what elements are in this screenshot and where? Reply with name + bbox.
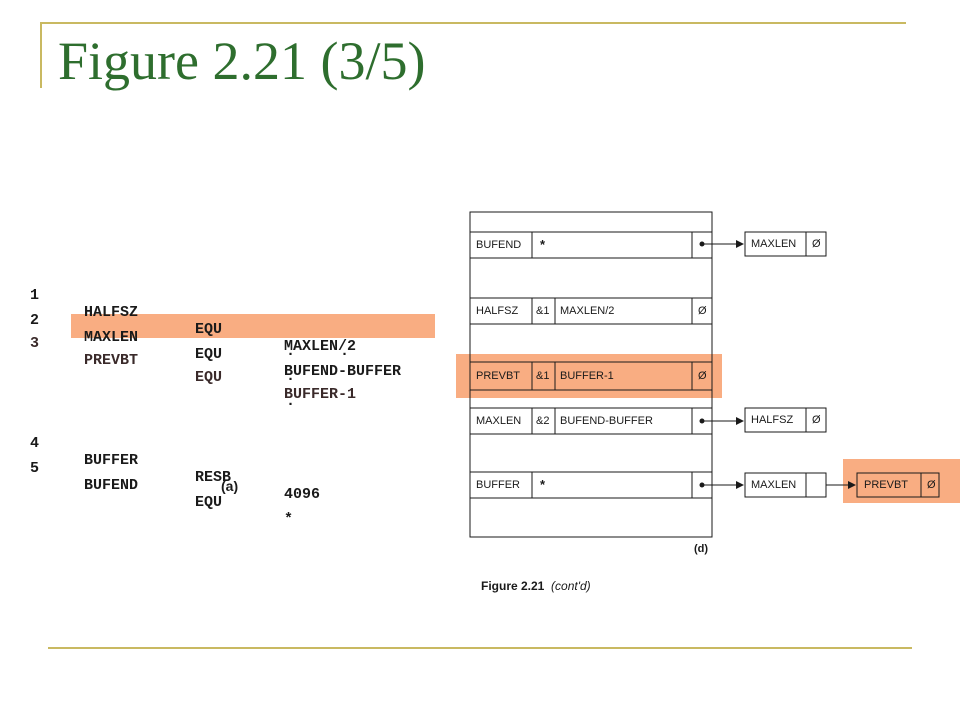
entry-name-bufend: BUFEND <box>476 239 522 251</box>
line-operand: 4096 <box>284 486 321 503</box>
ellipsis-dot: . <box>286 368 296 385</box>
entry-value-halfsz: MAXLEN/2 <box>560 305 615 317</box>
ellipsis-dot: . <box>286 393 296 410</box>
line-opcode: EQU <box>195 346 223 363</box>
ref-name-prevbt: PREVBT <box>864 479 909 491</box>
ref-name-maxlen-2: MAXLEN <box>751 479 797 491</box>
entry-name-maxlen: MAXLEN <box>476 415 522 427</box>
caption-d: (d) <box>694 543 709 555</box>
code-line-1: 1 HALFSZ EQU MAXLEN/2 <box>0 270 440 355</box>
line-operand: BUFEND-BUFFER <box>284 363 402 380</box>
line-number: 3 <box>30 335 40 352</box>
ref-flag-maxlen-1: Ø <box>812 238 821 250</box>
prevbt-ref-highlight <box>843 459 960 503</box>
line-operand: MAXLEN/2 <box>284 338 357 355</box>
line-operand: * <box>284 511 294 528</box>
line-label: MAXLEN <box>84 329 139 346</box>
slide-title: Figure 2.21 (3/5) <box>58 31 426 91</box>
entry-flag-halfsz: Ø <box>698 305 707 317</box>
entry-value-bufend: * <box>540 237 546 252</box>
line-opcode: EQU <box>195 321 223 338</box>
entry-depth-maxlen: &2 <box>536 415 550 427</box>
ellipsis-dot: . <box>340 343 350 360</box>
prevbt-line-highlight <box>71 314 435 338</box>
code-line-4: 4 BUFFER RESB 4096 <box>0 418 440 503</box>
line-label: PREVBT <box>84 352 139 369</box>
entry-depth-halfsz: &1 <box>536 305 550 317</box>
line-opcode: EQU <box>195 369 223 386</box>
ref-name-halfsz: HALFSZ <box>751 414 794 426</box>
entry-value-prevbt: BUFFER-1 <box>560 370 614 382</box>
figure-caption-label: Figure 2.21 <box>481 579 545 593</box>
prevbt-entry-highlight <box>456 354 722 398</box>
entry-depth-prevbt: &1 <box>536 370 550 382</box>
line-number: 2 <box>30 312 40 329</box>
entry-box-bufend <box>469 231 713 259</box>
entry-value-maxlen: BUFEND-BUFFER <box>560 415 653 427</box>
code-line-3: 3 PREVBT EQU BUFFER-1 <box>0 318 440 403</box>
left-rule <box>40 22 42 88</box>
line-number: 1 <box>30 287 40 304</box>
ref-box-prevbt <box>856 472 940 498</box>
line-opcode: RESB <box>195 469 232 486</box>
entry-name-halfsz: HALFSZ <box>476 305 519 317</box>
line-number: 4 <box>30 435 40 452</box>
code-line-5: 5 BUFEND EQU * <box>0 443 440 528</box>
bottom-rule <box>48 647 912 649</box>
code-line-2: 2 MAXLEN EQU BUFEND-BUFFER <box>0 295 440 380</box>
entry-box-prevbt <box>469 361 713 391</box>
ref-box-maxlen-1 <box>744 231 827 257</box>
line-label: BUFEND <box>84 477 139 494</box>
entry-box-halfsz <box>469 297 713 325</box>
entry-name-prevbt: PREVBT <box>476 370 521 382</box>
line-number: 5 <box>30 460 40 477</box>
ref-name-maxlen-1: MAXLEN <box>751 238 797 250</box>
figure-caption: Figure 2.21 (cont'd) <box>481 579 591 593</box>
top-rule <box>40 22 906 24</box>
entry-flag-prevbt: Ø <box>698 370 707 382</box>
caption-a: (a) <box>221 478 239 494</box>
figure-caption-note: (cont'd) <box>551 579 591 593</box>
entry-name-buffer: BUFFER <box>476 479 520 491</box>
ellipsis-dot: . <box>286 343 296 360</box>
entry-value-buffer: * <box>540 477 546 492</box>
ref-box-halfsz <box>744 407 827 433</box>
ref-flag-prevbt: Ø <box>927 479 936 491</box>
line-label: BUFFER <box>84 452 139 469</box>
line-opcode: EQU <box>195 494 223 511</box>
line-operand: BUFFER-1 <box>284 386 357 403</box>
line-label: HALFSZ <box>84 304 139 321</box>
ref-flag-halfsz: Ø <box>812 414 821 426</box>
